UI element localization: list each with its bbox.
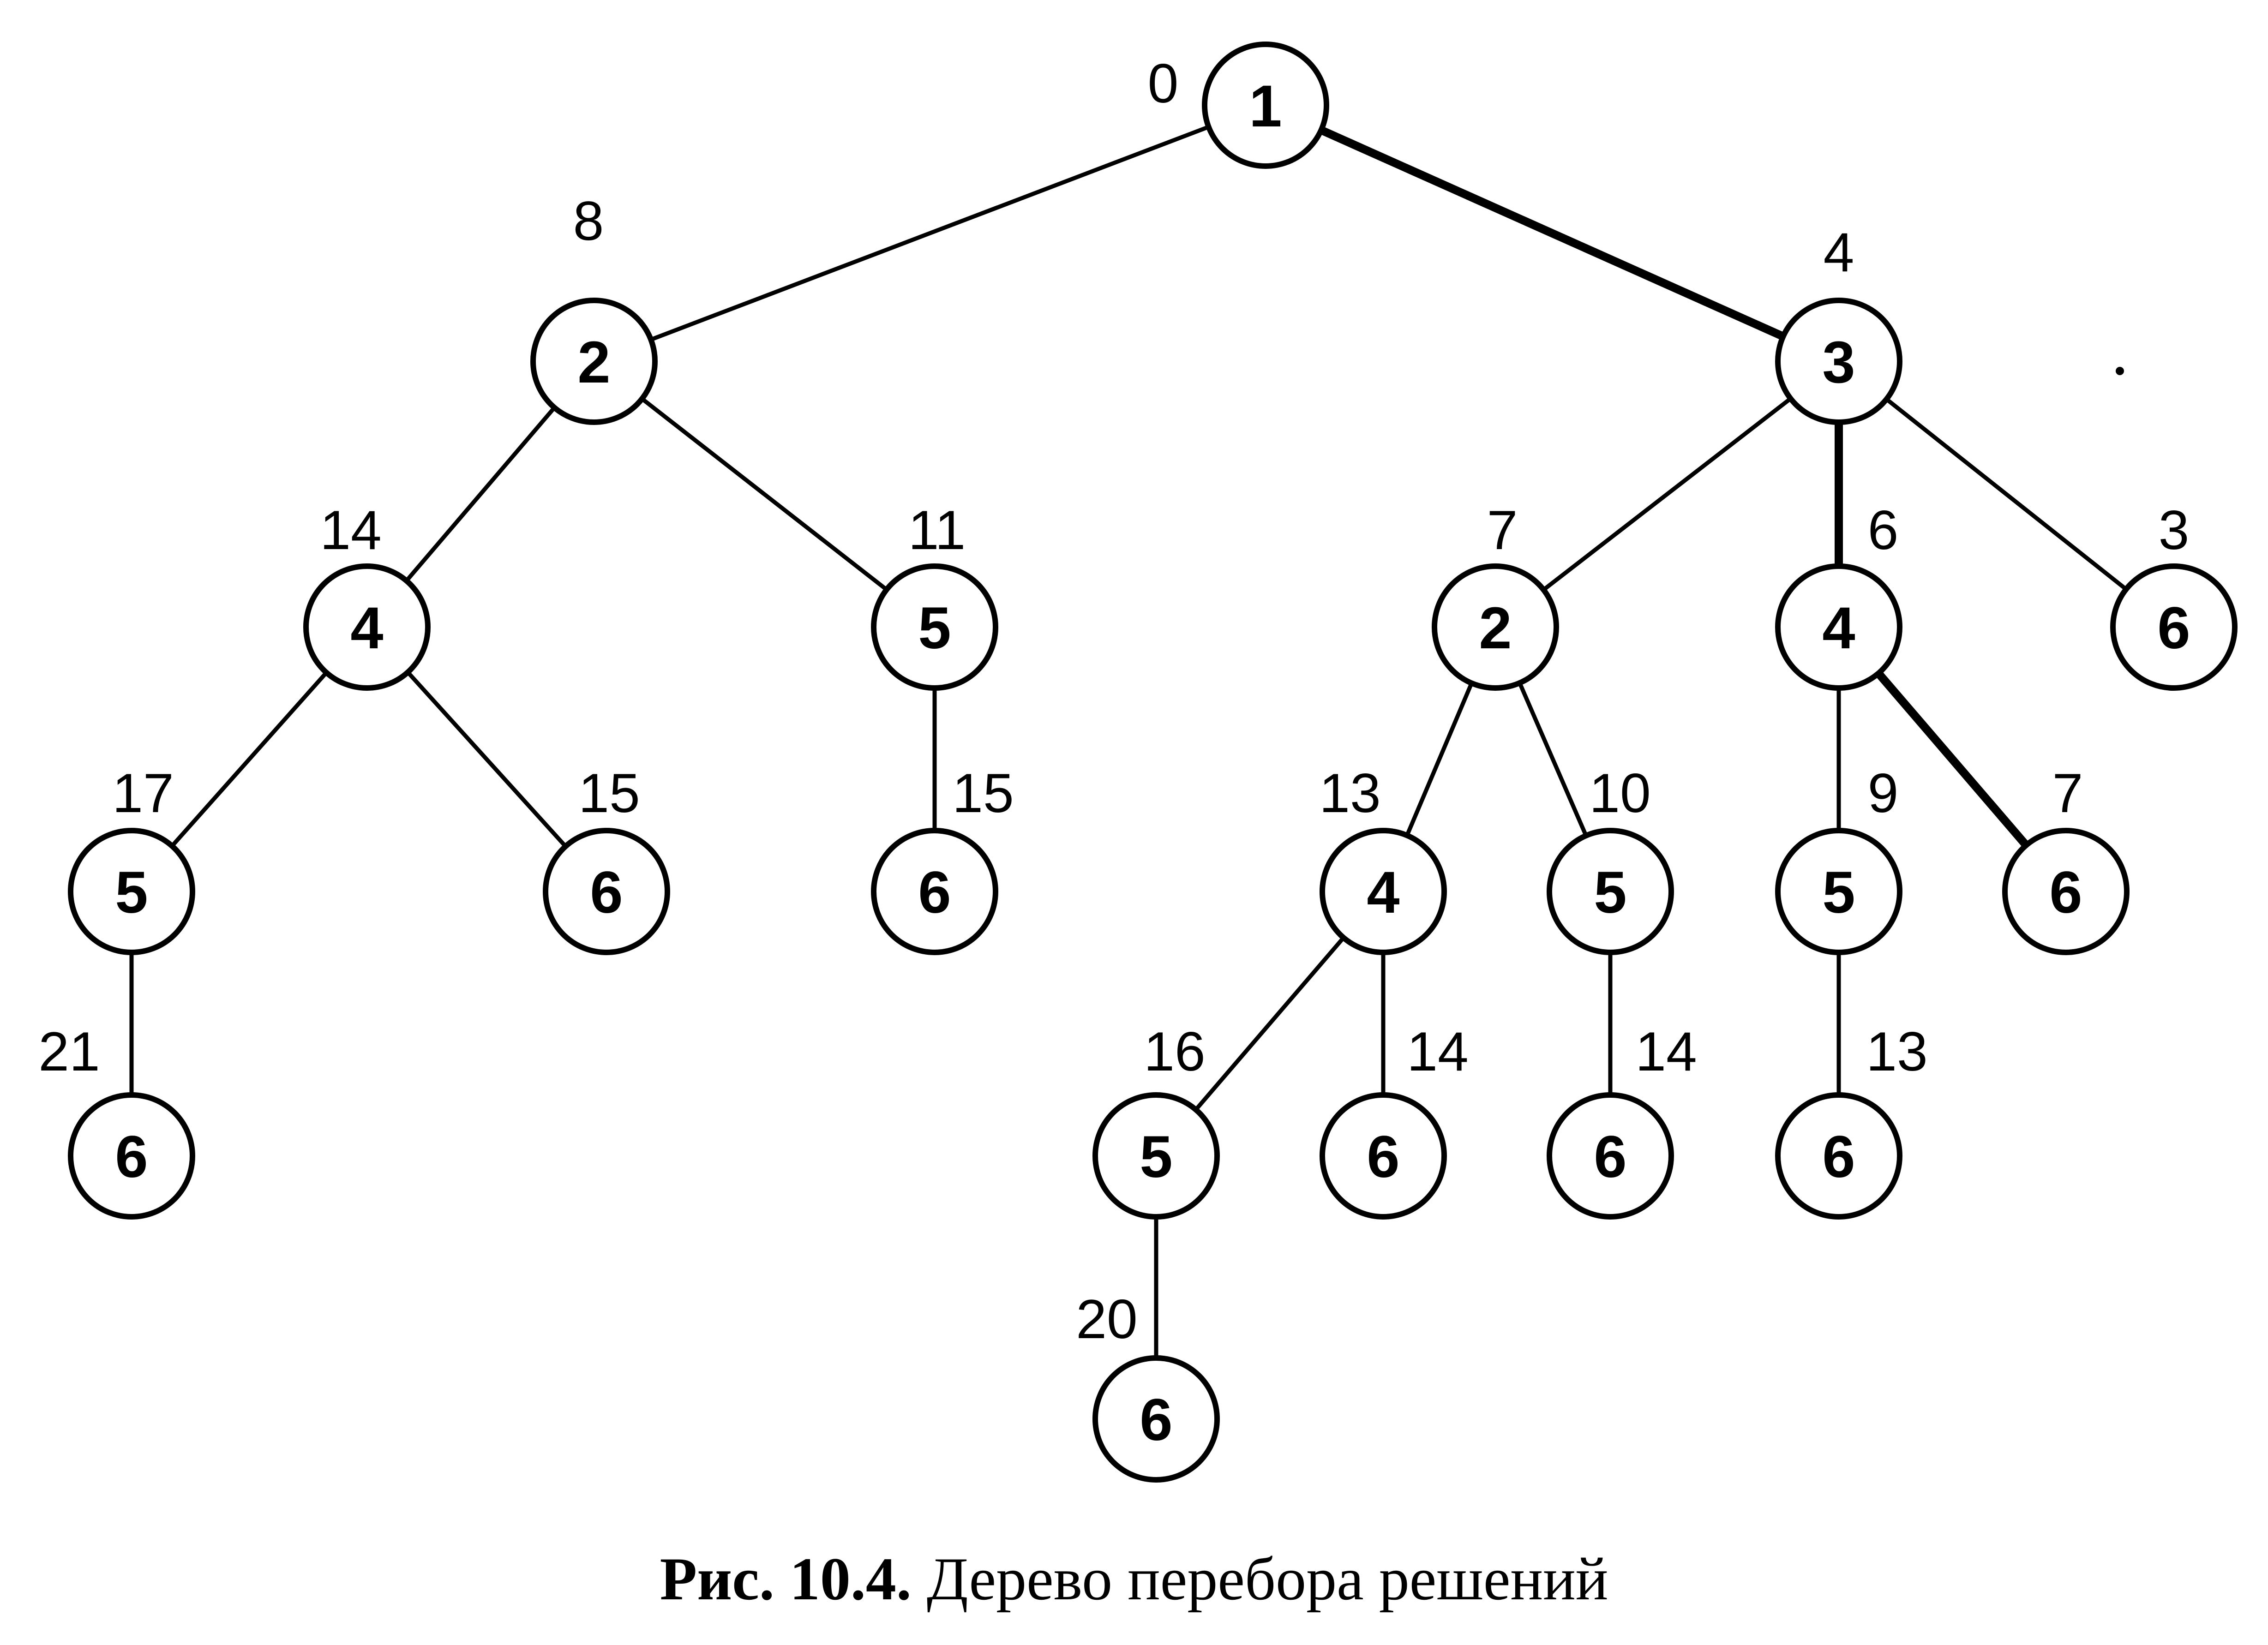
tree-node: 2 (1432, 563, 1559, 691)
node-label: 4 (350, 595, 383, 661)
node-cost-label: 14 (320, 499, 381, 561)
tree-node: 6 (543, 828, 670, 955)
node-label: 6 (1140, 1387, 1172, 1453)
tree-node: 6 (1775, 1092, 1902, 1220)
tree-node: 6 (2110, 563, 2238, 691)
node-label: 2 (1479, 595, 1512, 661)
tree-node: 6 (1320, 1092, 1447, 1220)
node-circle (2002, 828, 2130, 955)
tree-node: 6 (68, 1092, 195, 1220)
tree-node: 1 (1202, 42, 1329, 169)
node-circle (1547, 1092, 1674, 1220)
tree-edge (592, 103, 1268, 364)
node-cost-label: 4 (1824, 221, 1854, 283)
tree-node: 6 (1092, 1355, 1220, 1483)
caption-text: Дерево перебора решений (926, 1545, 1608, 1613)
node-label: 6 (590, 860, 623, 926)
node-circle (1547, 828, 1674, 955)
node-circle (543, 828, 670, 955)
node-cost-label: 6 (1868, 499, 1899, 561)
node-circle (303, 563, 431, 691)
node-cost-label: 10 (1589, 762, 1650, 824)
node-cost-label: 7 (1487, 499, 1518, 561)
node-circle (1432, 563, 1559, 691)
tree-node: 4 (303, 563, 431, 691)
node-label: 6 (1367, 1124, 1399, 1190)
node-cost-label: 21 (38, 1021, 100, 1083)
node-circle (1775, 563, 1902, 691)
node-cost-label: 13 (1866, 1021, 1927, 1083)
node-circle (1775, 828, 1902, 955)
tree-node: 5 (1547, 828, 1674, 955)
tree-node: 5 (68, 828, 195, 955)
tree-edge (1493, 359, 1841, 629)
node-label: 4 (1822, 595, 1855, 661)
figure-caption: Рис. 10.4. Дерево перебора решений (0, 1543, 2268, 1614)
node-label: 1 (1249, 73, 1282, 139)
node-circle (871, 563, 998, 691)
node-cost-label: 14 (1407, 1021, 1468, 1083)
node-circle (68, 1092, 195, 1220)
node-label: 6 (918, 860, 951, 926)
node-cost-label: 3 (2159, 499, 2190, 561)
node-circle (1775, 298, 1902, 425)
tree-node: 6 (871, 828, 998, 955)
node-cost-label: 17 (112, 762, 174, 824)
tree-node: 5 (1092, 1092, 1220, 1220)
node-circle (1775, 1092, 1902, 1220)
node-cost-label: 7 (2052, 762, 2083, 824)
node-label: 3 (1822, 329, 1855, 395)
tree-node: 6 (2002, 828, 2130, 955)
node-circle (1320, 1092, 1447, 1220)
optimal-tree-edge (1261, 101, 1843, 365)
node-cost-label: 20 (1076, 1288, 1137, 1350)
node-label: 5 (1822, 860, 1855, 926)
node-cost-label: 11 (908, 499, 966, 561)
node-label: 5 (115, 860, 148, 926)
node-cost-label: 14 (1635, 1021, 1697, 1083)
node-label: 4 (1367, 860, 1399, 926)
node-label: 6 (1594, 1124, 1626, 1190)
node-cost-label: 15 (578, 762, 640, 824)
node-label: 6 (2157, 595, 2190, 661)
tree-node: 2 (530, 298, 658, 425)
node-circle (1092, 1092, 1220, 1220)
node-circle (1320, 828, 1447, 955)
node-cost-label: 0 (1148, 53, 1179, 114)
node-circle (68, 828, 195, 955)
node-label: 5 (1140, 1124, 1172, 1190)
node-label: 2 (577, 329, 610, 395)
tree-node: 4 (1775, 563, 1902, 691)
node-cost-label: 8 (573, 190, 604, 252)
node-cost-label: 16 (1144, 1021, 1205, 1083)
node-label: 5 (918, 595, 951, 661)
node-label: 6 (1822, 1124, 1855, 1190)
node-label: 6 (115, 1124, 148, 1190)
node-circle (530, 298, 658, 425)
caption-prefix: Рис. 10.4. (660, 1545, 912, 1613)
tree-node: 4 (1320, 828, 1447, 955)
node-cost-label: 9 (1868, 762, 1899, 824)
node-circle (871, 828, 998, 955)
tree-node: 6 (1547, 1092, 1674, 1220)
tree-node: 5 (871, 563, 998, 691)
tree-node: 5 (1775, 828, 1902, 955)
stray-dot (2116, 367, 2124, 375)
node-cost-label: 15 (952, 762, 1014, 824)
node-label: 6 (2049, 860, 2082, 926)
tree-edge (592, 359, 937, 629)
tree-node: 3 (1775, 298, 1902, 425)
node-circle (1092, 1355, 1220, 1483)
node-circle (2110, 563, 2238, 691)
node-cost-label: 13 (1319, 762, 1380, 824)
node-label: 5 (1594, 860, 1626, 926)
node-circle (1202, 42, 1329, 169)
tree-edge (1836, 359, 2176, 629)
